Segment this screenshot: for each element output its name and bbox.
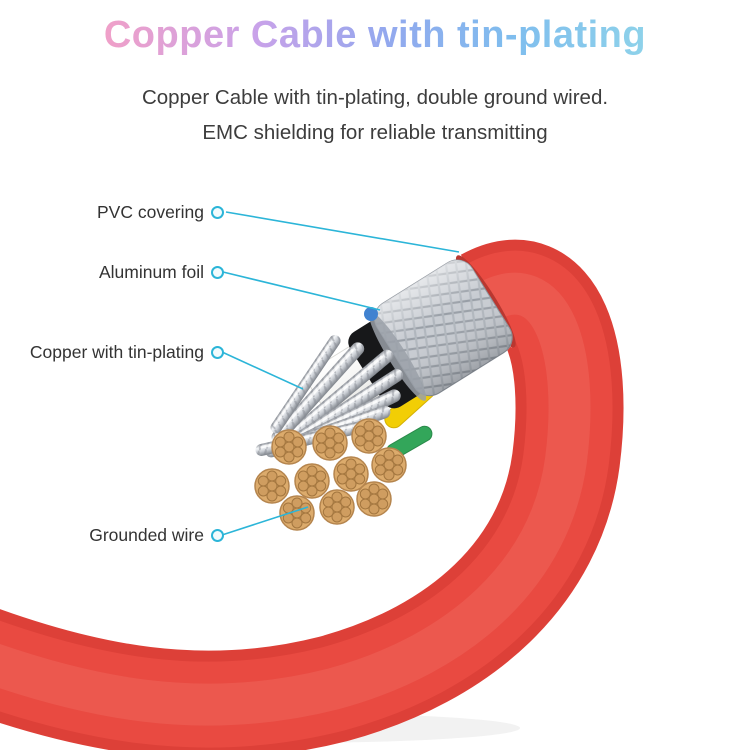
blue-wire-glimpse: [364, 307, 378, 321]
callout-label-grounded-wire: Grounded wire: [89, 524, 204, 545]
page-title: Copper Cable with tin-plating: [0, 14, 750, 57]
page-title-text: Copper Cable with tin-plating: [103, 14, 647, 56]
callout-lines: [221, 211, 460, 536]
callout-line-copper-tin-plating: [221, 351, 304, 390]
callout-line-grounded-wire: [221, 506, 309, 536]
callout-label-aluminum-foil: Aluminum foil: [98, 261, 204, 282]
callout-pvc-covering: PVC covering: [97, 200, 224, 224]
callout-aluminum-foil: Aluminum foil: [99, 260, 224, 284]
callout-dot-icon: [211, 345, 224, 359]
callout-copper-with-tin-plating: Copper with tin-plating: [30, 340, 224, 364]
subtitle-line-1: Copper Cable with tin-plating, double gr…: [141, 86, 609, 109]
grounded-wire-bundles: [254, 418, 407, 531]
callout-label-pvc-covering: PVC covering: [97, 201, 204, 222]
callout-line-pvc-covering: [225, 211, 460, 253]
subtitle-line-2: EMC shielding for reliable transmitting: [202, 121, 548, 144]
callout-line-aluminum-foil: [222, 271, 381, 311]
red-cable-jacket: [0, 239, 624, 750]
callout-dot-icon: [211, 528, 224, 542]
braided-shield: [369, 259, 513, 401]
callout-label-copper-with-tin-plating: Copper with tin-plating: [29, 341, 204, 362]
callout-dot-icon: [211, 205, 224, 219]
callout-dot-icon: [211, 265, 224, 279]
callout-grounded-wire: Grounded wire: [89, 523, 224, 547]
